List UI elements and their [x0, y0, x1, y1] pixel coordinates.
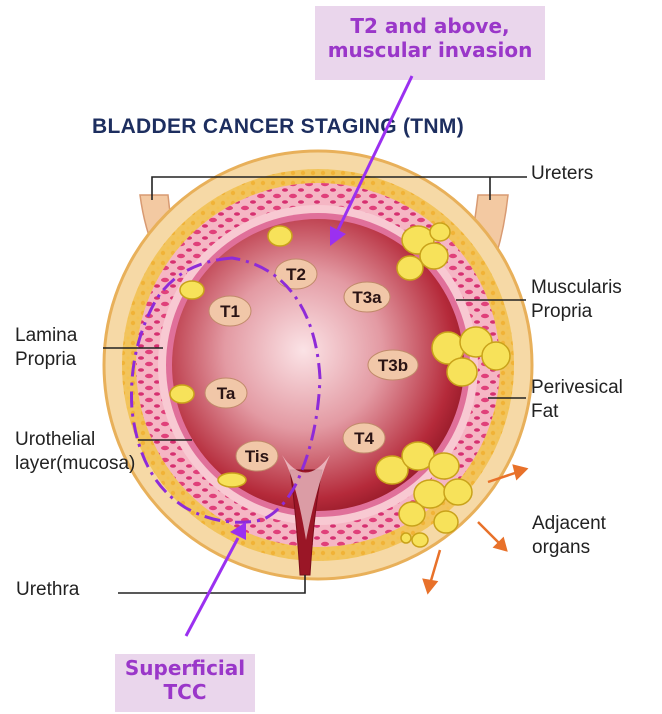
stage-label-t3a: T3a: [352, 288, 382, 307]
muscularis-label-line2: Propria: [531, 300, 622, 324]
superficial-callout-line2: TCC: [115, 680, 255, 704]
stage-label-t2: T2: [286, 265, 306, 284]
stage-label-t3b: T3b: [378, 356, 408, 375]
superficial-tcc-callout: Superficial TCC: [115, 654, 255, 712]
stage-label-t4: T4: [354, 429, 374, 448]
muscularis-label-line1: Muscularis: [531, 276, 622, 300]
lamina-label-line2: Propria: [15, 348, 77, 372]
urothelial-layer-label: Urothelial layer(mucosa): [15, 428, 135, 476]
urothelial-label-line1: Urothelial: [15, 428, 135, 452]
perivesical-label-line2: Fat: [531, 400, 623, 424]
lamina-propria-label: Lamina Propria: [15, 324, 77, 372]
stage-label-ta: Ta: [217, 384, 236, 403]
tumor-t1: [180, 281, 204, 299]
superficial-callout-line1: Superficial: [115, 656, 255, 680]
lamina-label-line1: Lamina: [15, 324, 77, 348]
perivesical-fat-label: Perivesical Fat: [531, 376, 623, 424]
ureters-label: Ureters: [531, 162, 593, 186]
muscularis-label: Muscularis Propria: [531, 276, 622, 324]
tumor-t2: [268, 226, 292, 246]
tumor-tis: [218, 473, 246, 487]
adjacent-organs-label: Adjacent organs: [532, 512, 606, 560]
urethra-label: Urethra: [16, 578, 79, 602]
stage-label-tis: Tis: [245, 447, 269, 466]
tumor-ta: [170, 385, 194, 403]
urothelial-label-line2: layer(mucosa): [15, 452, 135, 476]
adjacent-label-line1: Adjacent: [532, 512, 606, 536]
adjacent-label-line2: organs: [532, 536, 606, 560]
perivesical-label-line1: Perivesical: [531, 376, 623, 400]
stage-label-t1: T1: [220, 302, 240, 321]
